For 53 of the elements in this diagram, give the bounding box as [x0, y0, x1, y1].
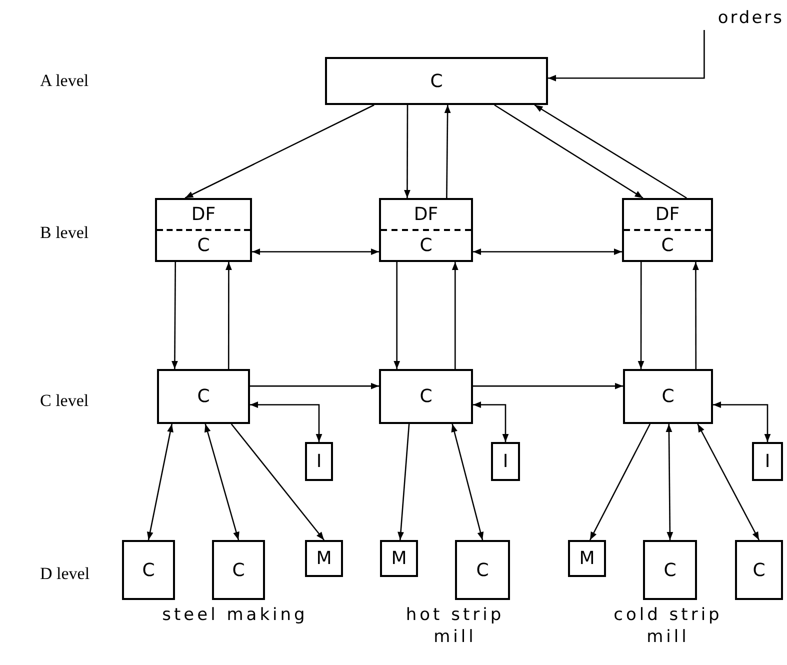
process-box: C [157, 369, 250, 424]
arrow [638, 262, 644, 369]
process-box: C [623, 369, 713, 424]
arrow [394, 262, 400, 369]
arrow [589, 424, 651, 540]
process-box: DF C [379, 198, 473, 262]
process-box: DF C [622, 198, 713, 262]
arrow [534, 104, 687, 199]
arrow [473, 402, 509, 442]
arrow [444, 105, 451, 198]
section-caption: cold strip mill [612, 604, 724, 648]
level-label: D level [40, 563, 91, 585]
arrow [494, 104, 644, 199]
arrow [451, 424, 484, 540]
section-caption: steel making [161, 604, 309, 626]
process-box: C [643, 540, 697, 600]
process-box: I [305, 442, 333, 481]
arrow [398, 424, 410, 540]
arrow [452, 262, 458, 369]
arrow [184, 104, 374, 199]
arrow [146, 424, 174, 540]
level-label: A level [40, 70, 90, 92]
level-label: C level [40, 390, 90, 412]
arrow [226, 262, 232, 369]
arrow [473, 248, 622, 255]
arrow [204, 424, 240, 540]
arrow [404, 105, 410, 198]
process-box: C [735, 540, 783, 600]
process-box: M [305, 540, 343, 577]
process-box: DF C [155, 198, 252, 262]
process-box: I [491, 442, 520, 481]
arrow [697, 424, 760, 540]
arrow [230, 424, 324, 540]
process-box: C [379, 369, 473, 424]
process-box: M [568, 540, 606, 577]
level-label: B level [40, 222, 90, 244]
input-label: orders [700, 6, 784, 30]
arrow [252, 248, 379, 255]
arrow [548, 30, 705, 82]
section-caption: hot strip mill [404, 604, 506, 648]
arrow [666, 424, 674, 540]
arrow [692, 262, 699, 369]
arrow [473, 382, 623, 390]
process-box: C [212, 540, 265, 600]
arrow [250, 402, 322, 442]
process-box: C [325, 57, 548, 105]
arrow [250, 382, 379, 390]
arrow [713, 402, 771, 442]
process-box: C [455, 540, 510, 600]
process-box: C [122, 540, 175, 600]
arrow [172, 262, 178, 369]
process-box: I [752, 442, 783, 481]
process-box: M [380, 540, 418, 577]
